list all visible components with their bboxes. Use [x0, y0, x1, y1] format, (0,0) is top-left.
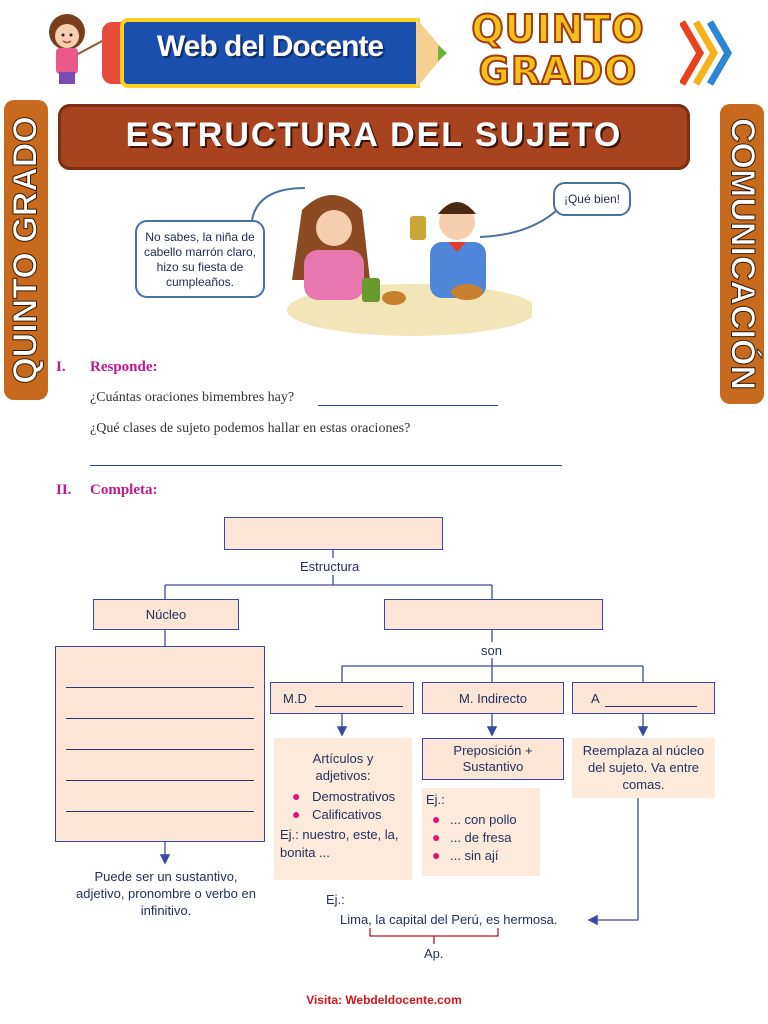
kids-illustration [262, 180, 537, 344]
bullet-icon: ● [432, 847, 441, 863]
site-logo: Web del Docente [156, 30, 384, 63]
bullet-icon: ● [432, 829, 441, 845]
label-estructura: Estructura [300, 559, 360, 574]
answer-line-nucleo-5[interactable] [66, 811, 254, 812]
md-description: Artículos y adjetivos: ● Demostrativos ●… [274, 738, 412, 880]
a-description: Reemplaza al núcleo del sujeto. Va entre… [572, 738, 715, 798]
bullet-icon: ● [292, 788, 301, 804]
mi-example-label: Ej.: [426, 792, 445, 807]
speech-bubble-right-tail [478, 205, 558, 249]
label-son: son [481, 643, 502, 658]
grade-line-1: QUINTO [470, 7, 645, 51]
md-item-2: ● Calificativos [280, 806, 406, 822]
logo-pencil-body [120, 18, 420, 88]
answer-line-nucleo-1[interactable] [66, 687, 254, 688]
md-desc-title: Artículos y adjetivos: [312, 751, 374, 783]
example-label: Ej.: [326, 892, 345, 907]
logo-pencil-lead [438, 45, 447, 61]
answer-line-nucleo-4[interactable] [66, 780, 254, 781]
answer-line-2[interactable] [90, 465, 562, 466]
blank-box-modifiers[interactable] [384, 599, 603, 630]
mi-item-1-text: ... con pollo [450, 812, 517, 827]
box-a: A [572, 682, 715, 714]
section-2-heading: Completa: [90, 482, 158, 498]
side-label-left: QUINTO GRADO [4, 100, 48, 400]
label-md: M.D [283, 691, 307, 706]
mi-item-2-text: ... de fresa [450, 830, 512, 845]
footer-link[interactable]: Visita: Webdeldocente.com [306, 993, 462, 1007]
answer-line-md[interactable] [315, 706, 403, 707]
question-2: ¿Qué clases de sujeto podemos hallar en … [90, 421, 411, 436]
mi-examples: Ej.: ● ... con pollo ● ... de fresa ● ..… [422, 788, 540, 876]
teacher-illustration [22, 10, 112, 99]
label-mi: M. Indirecto [459, 691, 527, 706]
answer-line-nucleo-3[interactable] [66, 749, 254, 750]
chevron-arrows-icon [678, 18, 736, 92]
title-banner [58, 104, 690, 170]
question-1: ¿Cuántas oraciones bimembres hay? [90, 390, 295, 405]
section-2-numeral: II. [56, 482, 72, 498]
answer-line-a[interactable] [605, 706, 697, 707]
answer-line-1[interactable] [318, 405, 498, 406]
mi-item-2: ● ... de fresa [426, 829, 536, 845]
bullet-icon: ● [292, 806, 301, 822]
md-item-1-text: Demostrativos [312, 789, 396, 804]
mi-desc: Preposición + Sustantivo [453, 743, 533, 774]
nucleo-description: Puede ser un sustantivo, adjetivo, prono… [76, 869, 256, 918]
section-1-heading: Responde: [90, 359, 158, 375]
section-1-numeral: I. [56, 359, 66, 375]
speech-bubble-left: No sabes, la niña de cabello marrón clar… [135, 220, 265, 298]
grade-line-2: GRADO [478, 49, 638, 93]
a-desc: Reemplaza al núcleo del sujeto. Va entre… [582, 743, 705, 792]
md-item-2-text: Calificativos [312, 807, 382, 822]
blank-box-top[interactable] [224, 517, 443, 550]
speech-bubble-right-text: ¡Qué bien! [563, 192, 621, 206]
bullet-icon: ● [432, 811, 441, 827]
example-sentence: Lima, la capital del Perú, es hermosa. [340, 912, 558, 927]
label-ap: Ap. [424, 946, 444, 961]
side-label-right: COMUNICACIÓN [720, 104, 764, 404]
answer-line-nucleo-2[interactable] [66, 718, 254, 719]
mi-item-3: ● ... sin ají [426, 847, 536, 863]
md-item-1: ● Demostrativos [280, 788, 406, 804]
box-nucleo: Núcleo [93, 599, 239, 630]
mi-item-1: ● ... con pollo [426, 811, 536, 827]
page-title: ESTRUCTURA DEL SUJETO [125, 116, 623, 154]
speech-bubble-left-tail [250, 180, 310, 234]
box-mi-desc: Preposición + Sustantivo [422, 738, 564, 780]
box-md: M.D [270, 682, 414, 714]
md-example: Ej.: nuestro, este, la, bonita ... [280, 827, 399, 860]
box-mi: M. Indirecto [422, 682, 564, 714]
box-nucleo-answer [55, 646, 265, 842]
grade-badge: QUINTO GRADO [448, 7, 668, 93]
label-nucleo: Núcleo [145, 607, 187, 622]
speech-bubble-right: ¡Qué bien! [553, 182, 631, 216]
mi-item-3-text: ... sin ají [450, 848, 499, 863]
label-a: A [591, 691, 600, 706]
speech-bubble-left-text: No sabes, la niña de cabello marrón clar… [143, 230, 257, 289]
